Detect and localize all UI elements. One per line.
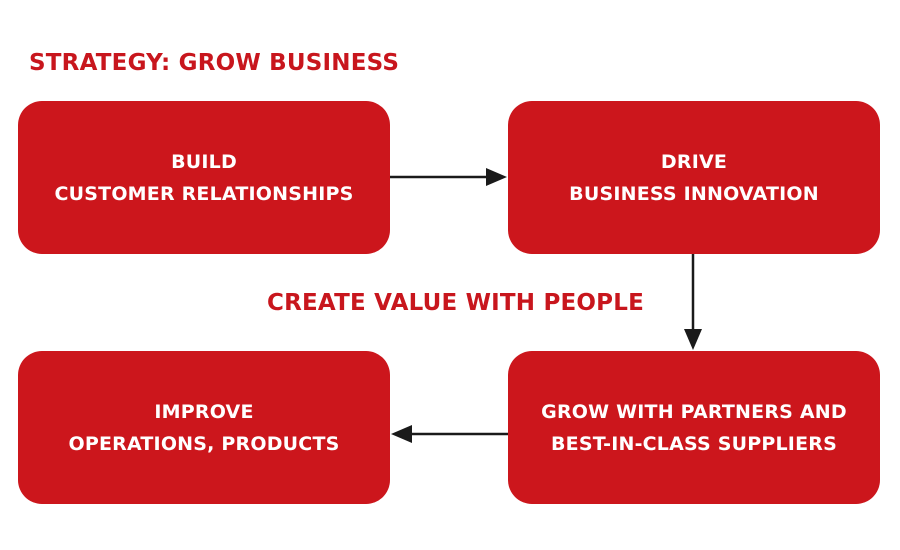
arrow-left-icon (391, 425, 508, 443)
box-grow-with-partners: GROW WITH PARTNERS AND BEST-IN-CLASS SUP… (508, 351, 880, 504)
box-3-line-1: GROW WITH PARTNERS AND (541, 400, 847, 423)
box-2-line-2: BUSINESS INNOVATION (569, 182, 819, 205)
box-4-line-2: OPERATIONS, PRODUCTS (68, 432, 340, 455)
box-improve-operations: IMPROVE OPERATIONS, PRODUCTS (18, 351, 390, 504)
box-build-customer-relationships: BUILD CUSTOMER RELATIONSHIPS (18, 101, 390, 254)
diagram-title: STRATEGY: GROW BUSINESS (29, 50, 400, 76)
arrow-right-icon (390, 168, 507, 186)
box-4-line-1: IMPROVE (154, 400, 254, 423)
box-3-line-2: BEST-IN-CLASS SUPPLIERS (551, 432, 837, 455)
box-2-line-1: DRIVE (660, 150, 728, 173)
arrow-down-icon (684, 254, 702, 350)
center-label: CREATE VALUE WITH PEOPLE (267, 290, 645, 316)
box-1-line-2: CUSTOMER RELATIONSHIPS (54, 182, 354, 205)
box-drive-business-innovation: DRIVE BUSINESS INNOVATION (508, 101, 880, 254)
box-1-line-1: BUILD (171, 150, 237, 173)
